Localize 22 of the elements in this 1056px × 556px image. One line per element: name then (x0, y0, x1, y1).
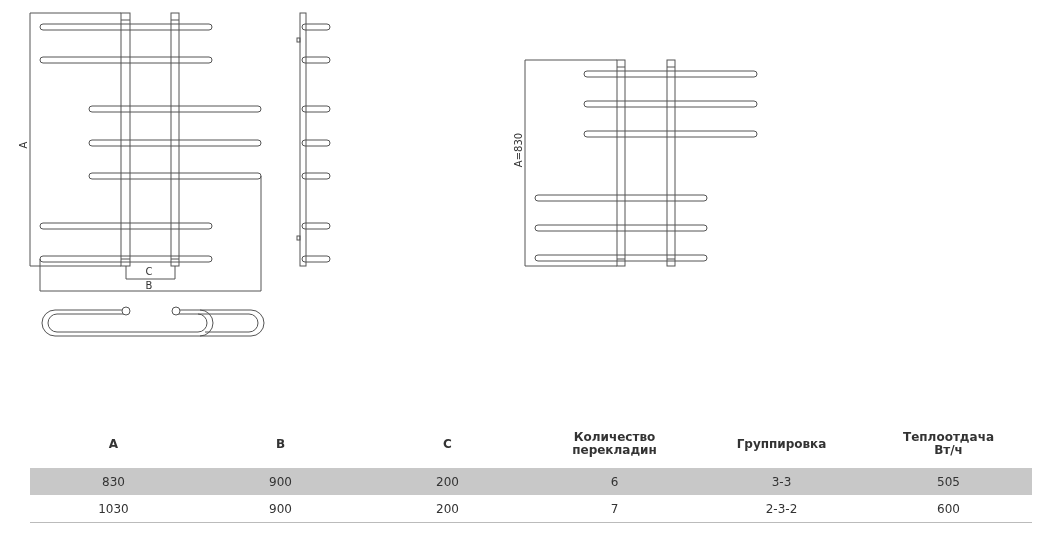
column-header: Количество перекладин (571, 431, 658, 457)
table-cell: 600 (937, 501, 960, 516)
dimension-label: B (145, 281, 153, 291)
table-cell: 505 (937, 474, 960, 489)
column-header: Теплоотдача Вт/ч (902, 431, 995, 457)
column-header: C (443, 437, 452, 451)
column-header: Группировка (736, 437, 827, 451)
dimension-label: A=830 (514, 132, 524, 168)
dimension-label: A (19, 141, 29, 149)
table-cell: 3-3 (771, 474, 792, 489)
table-cell: 900 (269, 501, 292, 516)
table-cell: 7 (610, 501, 619, 516)
table-cell: 830 (102, 474, 125, 489)
table-cell: 2-3-2 (765, 501, 798, 516)
table-cell: 900 (269, 474, 292, 489)
table-cell: 200 (436, 501, 459, 516)
dimension-label: C (145, 267, 153, 277)
table-cell: 6 (610, 474, 619, 489)
column-header: B (275, 437, 286, 451)
column-header: A (108, 437, 119, 451)
table-cell: 200 (436, 474, 459, 489)
table-cell: 1030 (98, 501, 129, 516)
